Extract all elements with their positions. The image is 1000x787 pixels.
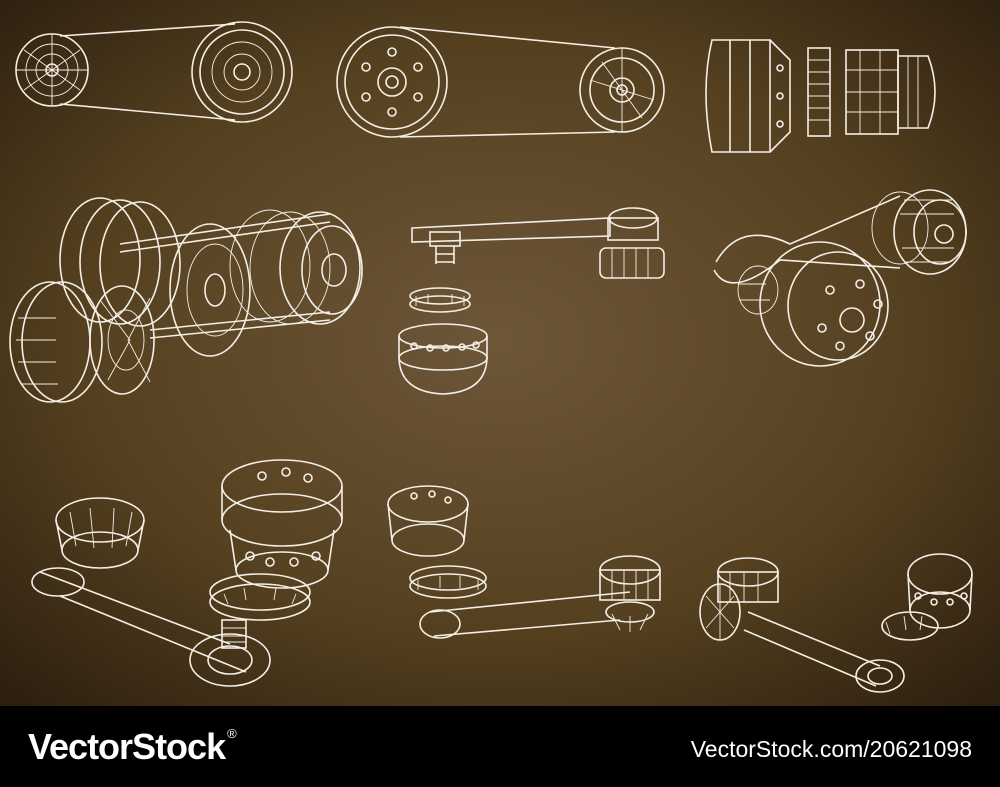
pulley-belt-center xyxy=(387,485,661,639)
pulley-pair-wire xyxy=(15,21,293,123)
image-id: VectorStock.com/20621098 xyxy=(690,736,972,762)
watermark-bar: VectorStock® VectorStock.com/20621098 xyxy=(0,706,1000,787)
belt-exploded-center xyxy=(398,207,665,395)
cvt-variator-drawing xyxy=(0,0,1000,706)
pulley-pair-front xyxy=(336,26,665,138)
vectorstock-logo: VectorStock® xyxy=(28,726,237,768)
brown-background xyxy=(0,0,1000,706)
variator-assembly-right xyxy=(713,189,967,367)
variator-assembly-large xyxy=(9,197,363,403)
brand-name: VectorStock xyxy=(28,726,226,767)
registered-mark: ® xyxy=(227,726,237,741)
pulley-belt-left xyxy=(31,459,343,687)
pulley-side-views xyxy=(705,39,936,153)
pulley-belt-right xyxy=(699,553,973,693)
